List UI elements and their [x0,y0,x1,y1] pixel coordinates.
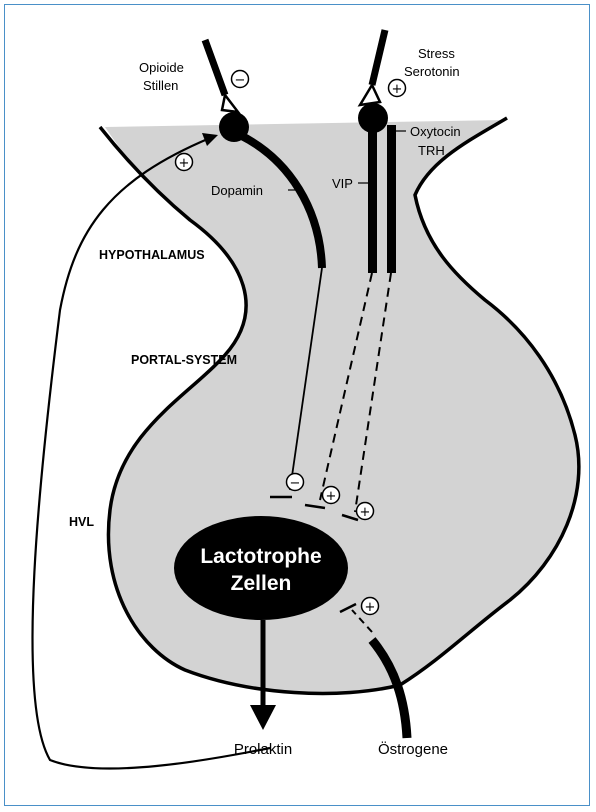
opioide-sign: − [235,73,246,88]
hypothalamus-label: HYPOTHALAMUS [99,248,205,262]
oestrogene-label: Östrogene [378,740,448,758]
stillen-label: Stillen [143,78,178,93]
dopamin-label: Dopamin [211,183,263,198]
oxytocin-label: Oxytocin [410,124,461,139]
vip-axon [368,125,377,273]
stress-synapse [360,85,380,105]
hvl-label: HVL [69,515,94,529]
cell-label-line2: Zellen [231,572,292,595]
vip-label: VIP [332,176,353,191]
prolaktin-label: Prolaktin [234,741,292,758]
opioide-axon [205,40,225,95]
lactotrophe-cell [174,516,348,620]
feedback-sign: + [179,156,190,171]
portal-system-label: PORTAL-SYSTEM [131,353,237,367]
opioide-label: Opioide [139,60,184,75]
stress-label: Stress [418,46,455,61]
oestrogen-sign: + [365,600,376,615]
cell-label-line1: Lactotrophe [200,545,321,568]
vip-sign: + [326,489,337,504]
trh-axon [387,125,396,273]
opioide-synapse [222,95,238,112]
trh-label: TRH [418,143,445,158]
stress-axon [372,30,385,85]
stress-sign: + [392,82,403,97]
prolaktin-arrowhead [250,705,276,730]
serotonin-label: Serotonin [404,64,460,79]
trh-sign: + [360,505,371,520]
dopamin-sign: − [290,476,301,491]
